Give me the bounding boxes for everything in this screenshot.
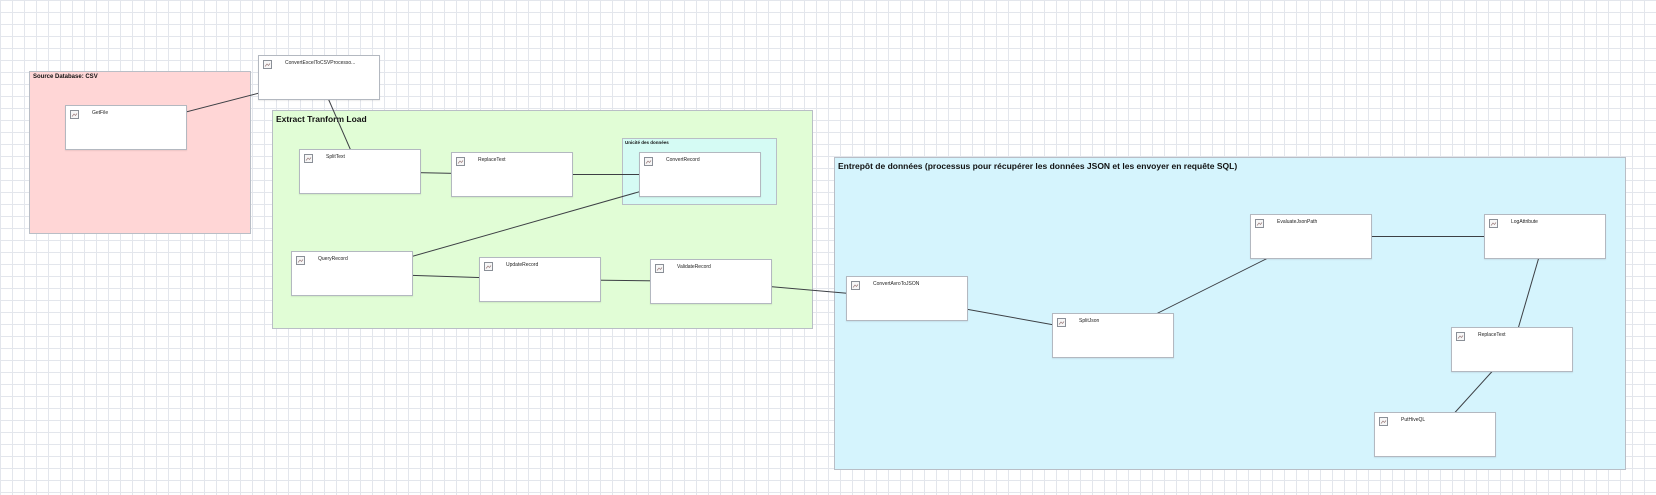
processor-validaterecord[interactable]: ValidateRecord [650,259,772,304]
processor-icon [1057,318,1066,327]
processor-label: SplitText [326,154,345,160]
processor-convertrecord[interactable]: ConvertRecord [639,152,761,197]
group-title-entrepot: Entrepôt de données (processus pour récu… [838,161,1238,171]
processor-replacetext-2[interactable]: ReplaceText [1451,327,1573,372]
processor-icon [655,264,664,273]
processor-convertexcel[interactable]: ConvertExcelToCSVProcesso... [258,55,380,100]
processor-puthiveql[interactable]: PutHiveQL [1374,412,1496,457]
processor-label: SplitJson [1079,318,1100,324]
processor-label: GetFile [92,110,109,116]
processor-icon [644,157,653,166]
processor-label: ReplaceText [1478,332,1506,338]
processor-label: ConvertExcelToCSVProcesso... [285,60,356,66]
processor-convertavrotojson[interactable]: ConvertAvroToJSON [846,276,968,321]
processor-label: EvaluateJsonPath [1277,219,1318,225]
processor-label: UpdateRecord [506,262,539,268]
processor-label: ConvertRecord [666,157,700,163]
processor-logattribute[interactable]: LogAttribute [1484,214,1606,259]
processor-replacetext[interactable]: ReplaceText [451,152,573,197]
processor-updaterecord[interactable]: UpdateRecord [479,257,601,302]
processor-label: LogAttribute [1511,219,1538,225]
processor-label: ReplaceText [478,157,506,163]
processor-label: ValidateRecord [677,264,711,270]
group-title-unicite: Unicité des données [625,140,669,145]
processor-icon [1489,219,1498,228]
processor-label: QueryRecord [318,256,348,262]
processor-label: PutHiveQL [1401,417,1426,423]
group-title-source: Source Database: CSV [33,74,98,80]
processor-icon [456,157,465,166]
processor-icon [851,281,860,290]
processor-icon [1456,332,1465,341]
processor-icon [263,60,272,69]
processor-icon [70,110,79,119]
processor-splitjson[interactable]: SplitJson [1052,313,1174,358]
group-title-etl: Extract Tranform Load [276,114,367,124]
processor-getfile[interactable]: GetFile [65,105,187,150]
processor-icon [304,154,313,163]
processor-icon [1379,417,1388,426]
processor-evaluatejsonpath[interactable]: EvaluateJsonPath [1250,214,1372,259]
processor-queryrecord[interactable]: QueryRecord [291,251,413,296]
processor-splittext[interactable]: SplitText [299,149,421,194]
processor-icon [296,256,305,265]
processor-icon [484,262,493,271]
process-group-source[interactable]: Source Database: CSV [29,71,251,234]
processor-icon [1255,219,1264,228]
processor-label: ConvertAvroToJSON [873,281,920,287]
